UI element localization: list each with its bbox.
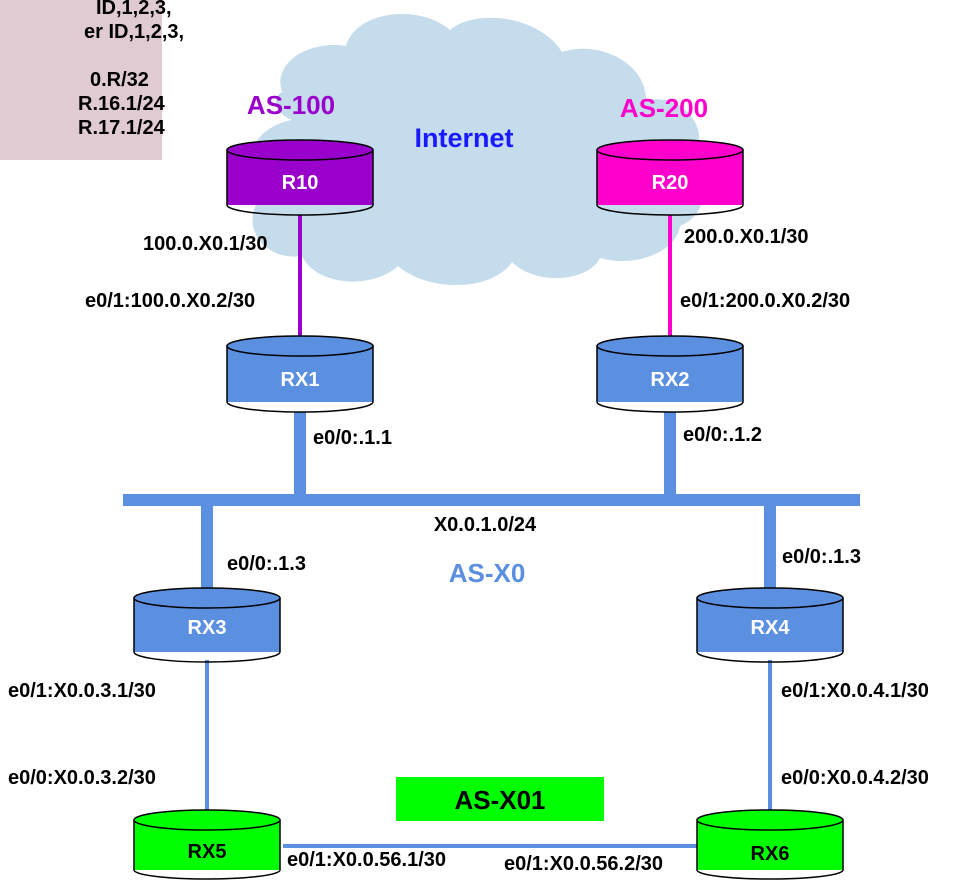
router-outline [133, 820, 281, 880]
router-top [696, 587, 844, 609]
rx6-e00-address: e0/0:X0.0.4.2/30 [781, 767, 929, 789]
as-200-label: AS-200 [620, 93, 708, 123]
rx4-e00-address: e0/0:.1.3 [782, 546, 861, 568]
router-outline [596, 346, 744, 413]
r20-link-address: 200.0.X0.1/30 [684, 226, 809, 248]
notes-background [0, 0, 162, 160]
router-outline [696, 598, 844, 663]
lan-subnet-label: X0.0.1.0/24 [434, 514, 537, 536]
router-rx4: RX4 [696, 587, 844, 663]
router-top [133, 587, 281, 609]
router-outline [696, 820, 844, 880]
rx2-e01-address: e0/1:200.0.X0.2/30 [680, 290, 850, 312]
notes-line: 0.R/32 [90, 69, 149, 91]
router-r10: R10 [226, 139, 374, 216]
rx3-e00-address: e0/0:.1.3 [227, 553, 306, 575]
router-outline [133, 598, 281, 663]
router-rx5: RX5 [133, 809, 281, 880]
router-outline [226, 346, 374, 413]
router-label: RX3 [188, 617, 227, 639]
router-rx2: RX2 [596, 335, 744, 413]
notes-line: R.17.1/24 [78, 117, 166, 139]
router-outline [226, 150, 374, 216]
router-top [133, 809, 281, 831]
router-rx1: RX1 [226, 335, 374, 413]
router-outline [596, 150, 744, 216]
notes-line: er ID,1,2,3, [84, 21, 184, 43]
notes-line: ID,1,2,3, [96, 0, 172, 19]
rx1-e01-address: e0/1:100.0.X0.2/30 [85, 290, 255, 312]
router-label: RX4 [751, 617, 791, 639]
notes-line: R.16.1/24 [78, 93, 166, 115]
rx5-e00-address: e0/0:X0.0.3.2/30 [8, 767, 156, 789]
cloud-shape [248, 14, 704, 286]
router-top [226, 335, 374, 357]
router-top [596, 335, 744, 357]
rx5-e01-address: e0/1:X0.0.56.1/30 [287, 849, 446, 871]
router-rx6: RX6 [696, 809, 844, 880]
rx6-e01-address: e0/1:X0.0.56.2/30 [504, 853, 663, 875]
router-top [596, 139, 744, 161]
rx4-e01-address: e0/1:X0.0.4.1/30 [781, 680, 929, 702]
internet-label: Internet [414, 123, 513, 153]
as-x0-label: AS-X0 [449, 558, 526, 588]
as-x01-background [396, 777, 604, 821]
as-x01-label: AS-X01 [454, 785, 545, 815]
router-label: RX1 [281, 369, 320, 391]
as-100-label: AS-100 [247, 90, 335, 120]
rx2-e00-address: e0/0:.1.2 [683, 424, 762, 446]
router-label: R20 [652, 172, 689, 194]
notes-box: ID,1,2,3, er ID,1,2,3, 0.R/32 R.16.1/24 … [0, 0, 184, 160]
router-top [226, 139, 374, 161]
router-label: RX5 [188, 841, 227, 863]
router-r20: R20 [596, 139, 744, 216]
router-label: R10 [282, 172, 319, 194]
internet-cloud: Internet [248, 14, 704, 286]
router-label: RX6 [751, 843, 790, 865]
router-label: RX2 [651, 369, 690, 391]
as-x01-box: AS-X01 [396, 777, 604, 821]
router-rx3: RX3 [133, 587, 281, 663]
links [123, 215, 860, 848]
rx1-e00-address: e0/0:.1.1 [313, 427, 392, 449]
rx3-e01-address: e0/1:X0.0.3.1/30 [8, 680, 156, 702]
r10-link-address: 100.0.X0.1/30 [143, 233, 268, 255]
router-top [696, 809, 844, 831]
